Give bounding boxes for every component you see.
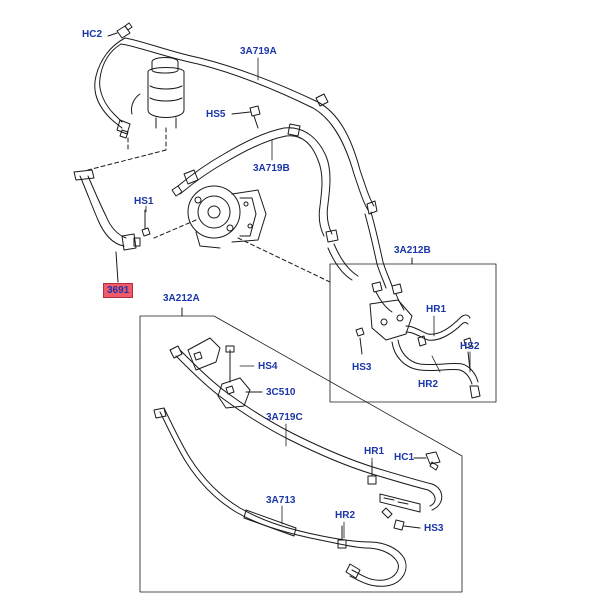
- label-hc1[interactable]: HC1: [394, 452, 415, 463]
- label-3c510[interactable]: 3C510: [266, 387, 296, 398]
- hose-3a719a: [94, 37, 393, 289]
- clip-hc2: [107, 22, 133, 39]
- label-hs2[interactable]: HS2: [460, 341, 480, 352]
- bolt-hs5: [231, 105, 261, 129]
- hose-3a719b: [171, 123, 359, 281]
- label-3a212a[interactable]: 3A212A: [163, 293, 200, 304]
- label-3a719b[interactable]: 3A719B: [253, 163, 290, 174]
- bolt-hs1: [141, 209, 151, 237]
- label-hs3-lower[interactable]: HS3: [424, 523, 444, 534]
- leader-lines: [145, 57, 471, 539]
- label-hr1-lower[interactable]: HR1: [364, 446, 385, 457]
- hose-3691: [73, 169, 141, 283]
- bolt-hs3-lower: [393, 519, 421, 531]
- bracket-hs4: [187, 337, 235, 383]
- reservoir: [116, 57, 185, 139]
- label-3a713[interactable]: 3A713: [266, 495, 296, 506]
- label-hr2-lower[interactable]: HR2: [335, 510, 356, 521]
- box-3a212b: [329, 257, 497, 403]
- label-3a212b[interactable]: 3A212B: [394, 245, 431, 256]
- steering-pump: [187, 185, 267, 249]
- sensor-3c510: [217, 377, 263, 409]
- label-hs4[interactable]: HS4: [258, 361, 278, 372]
- label-hc2[interactable]: HC2: [82, 29, 103, 40]
- pipe-3a713: [153, 407, 407, 587]
- clip-hc1: [413, 451, 441, 471]
- label-hr1-upper[interactable]: HR1: [426, 304, 447, 315]
- label-hs3-upper[interactable]: HS3: [352, 362, 372, 373]
- label-3691-highlighted[interactable]: 3691: [103, 283, 134, 298]
- label-hs5[interactable]: HS5: [206, 109, 226, 120]
- label-3a719c[interactable]: 3A719C: [266, 412, 303, 423]
- label-hs1[interactable]: HS1: [134, 196, 154, 207]
- pipe-3a719c: [169, 345, 443, 519]
- box-3a212a: [139, 307, 463, 593]
- pipe-assembly-3a212b: [355, 281, 481, 399]
- label-3a719a[interactable]: 3A719A: [240, 46, 277, 57]
- clip-hr2-lower: [337, 525, 347, 549]
- leader-dashed: [87, 127, 331, 283]
- label-hr2-upper[interactable]: HR2: [418, 379, 439, 390]
